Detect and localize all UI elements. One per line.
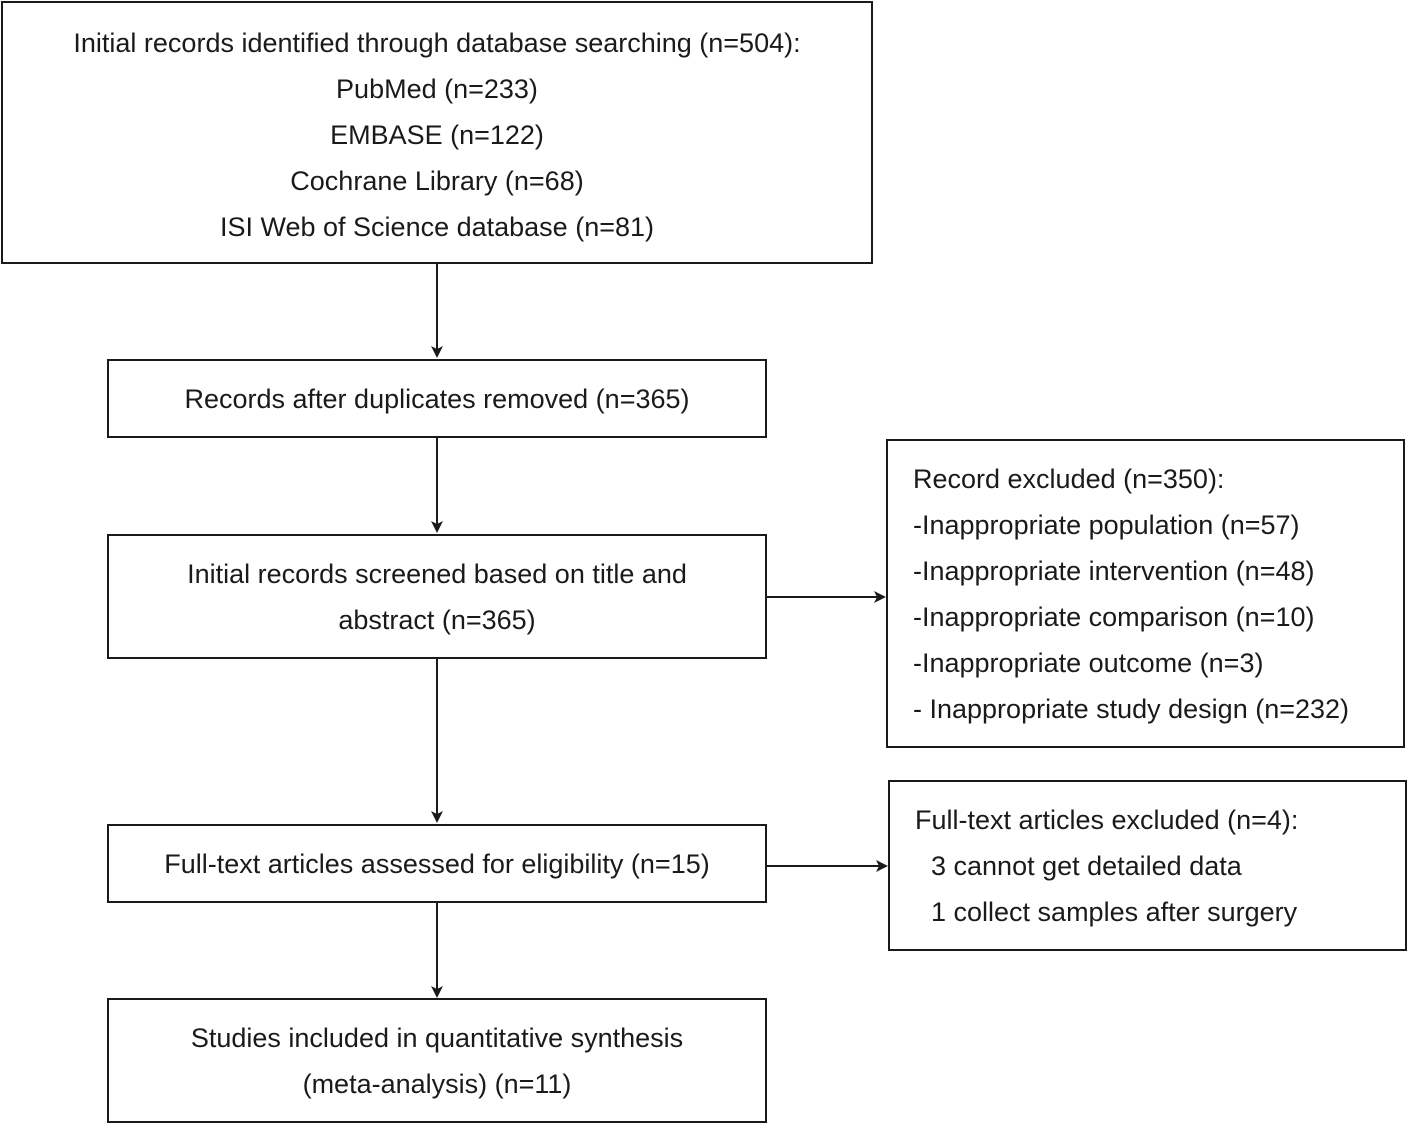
- fulltext-excluded-box: Full-text articles excluded (n=4): 3 can…: [888, 780, 1407, 951]
- source-embase: EMBASE (n=122): [330, 119, 544, 150]
- included-line-1: Studies included in quantitative synthes…: [190, 1022, 684, 1053]
- excluded-intervention: -Inappropriate intervention (n=48): [913, 555, 1315, 586]
- excluded-comparison: -Inappropriate comparison (n=10): [913, 601, 1315, 632]
- eligibility-label: Full-text articles assessed for eligibil…: [164, 848, 710, 879]
- fulltext-excluded-reason-1: 3 cannot get detailed data: [931, 850, 1242, 881]
- identification-heading: Initial records identified through datab…: [73, 27, 801, 58]
- source-pubmed: PubMed (n=233): [336, 73, 538, 104]
- fulltext-excluded-reason-2: 1 collect samples after surgery: [931, 896, 1298, 927]
- source-cochrane: Cochrane Library (n=68): [290, 165, 584, 196]
- screening-line-1: Initial records screened based on title …: [187, 558, 687, 589]
- duplicates-removed-label: Records after duplicates removed (n=365): [184, 383, 690, 414]
- screening-line-2: abstract (n=365): [338, 604, 536, 635]
- included-line-2: (meta-analysis) (n=11): [302, 1068, 572, 1099]
- screening-excluded-heading: Record excluded (n=350):: [913, 463, 1225, 494]
- excluded-outcome: -Inappropriate outcome (n=3): [913, 647, 1264, 678]
- included-box: Studies included in quantitative synthes…: [107, 998, 767, 1123]
- fulltext-excluded-heading: Full-text articles excluded (n=4):: [915, 804, 1299, 835]
- excluded-population: -Inappropriate population (n=57): [913, 509, 1300, 540]
- duplicates-removed-box: Records after duplicates removed (n=365): [107, 359, 767, 438]
- screening-box: Initial records screened based on title …: [107, 534, 767, 659]
- excluded-study-design: - Inappropriate study design (n=232): [913, 693, 1350, 724]
- screening-excluded-box: Record excluded (n=350): -Inappropriate …: [886, 439, 1405, 748]
- eligibility-box: Full-text articles assessed for eligibil…: [107, 824, 767, 903]
- identification-box: Initial records identified through datab…: [1, 1, 873, 264]
- source-isi-web-of-science: ISI Web of Science database (n=81): [219, 211, 655, 242]
